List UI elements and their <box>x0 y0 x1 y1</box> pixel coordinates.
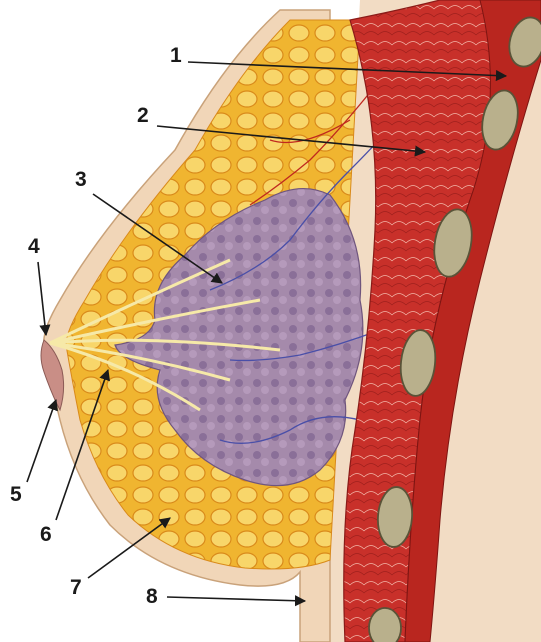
label-6: 6 <box>40 523 52 546</box>
label-3: 3 <box>75 168 87 191</box>
label-5: 5 <box>10 483 22 506</box>
label-4: 4 <box>28 235 40 258</box>
label-2: 2 <box>137 104 149 127</box>
label-7: 7 <box>70 576 82 599</box>
rib <box>369 608 401 642</box>
leader-arrow-5 <box>27 400 56 482</box>
leader-arrow-8 <box>167 597 305 601</box>
label-8: 8 <box>146 585 158 608</box>
leader-arrow-4 <box>38 262 46 335</box>
label-1: 1 <box>170 44 182 67</box>
